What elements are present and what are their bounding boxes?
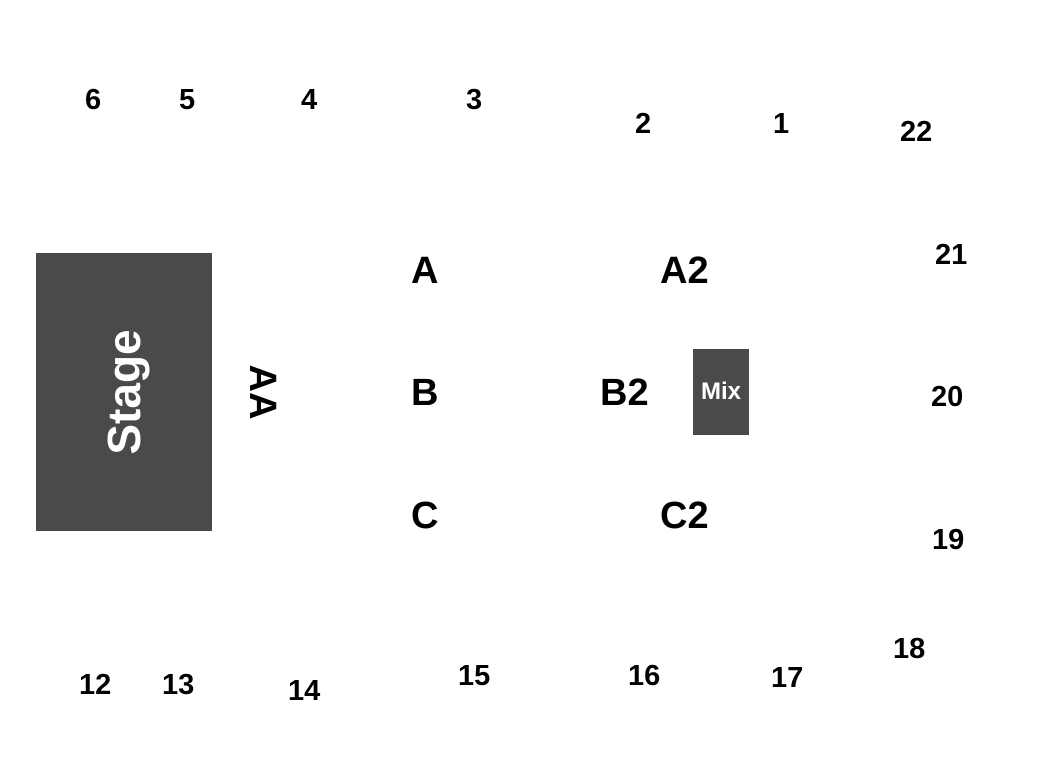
section-a[interactable]: A — [411, 250, 439, 292]
section-6[interactable]: 6 — [85, 84, 102, 116]
section-12[interactable]: 12 — [79, 669, 112, 701]
section-c[interactable]: C — [411, 495, 439, 537]
section-b[interactable]: B — [411, 372, 439, 414]
section-16[interactable]: 16 — [628, 660, 661, 692]
section-b2[interactable]: B2 — [600, 372, 649, 414]
section-21[interactable]: 21 — [935, 239, 968, 271]
section-15[interactable]: 15 — [458, 660, 491, 692]
section-a2[interactable]: A2 — [660, 250, 709, 292]
section-20[interactable]: 20 — [931, 381, 964, 413]
section-1[interactable]: 1 — [773, 108, 790, 140]
section-3[interactable]: 3 — [466, 84, 483, 116]
section-4[interactable]: 4 — [301, 84, 318, 116]
section-5[interactable]: 5 — [179, 84, 196, 116]
section-2[interactable]: 2 — [635, 108, 652, 140]
section-19[interactable]: 19 — [932, 524, 965, 556]
section-14[interactable]: 14 — [288, 675, 321, 707]
section-18[interactable]: 18 — [893, 633, 926, 665]
mix-label: Mix — [700, 378, 742, 405]
mix-position[interactable]: Mix — [693, 349, 749, 435]
section-13[interactable]: 13 — [162, 669, 195, 701]
stage-block: Stage — [36, 253, 212, 531]
section-17[interactable]: 17 — [771, 662, 804, 694]
stage-label: Stage — [98, 329, 150, 455]
section-22[interactable]: 22 — [900, 116, 933, 148]
section-c2[interactable]: C2 — [660, 495, 709, 537]
section-aa[interactable]: AA — [241, 364, 283, 420]
